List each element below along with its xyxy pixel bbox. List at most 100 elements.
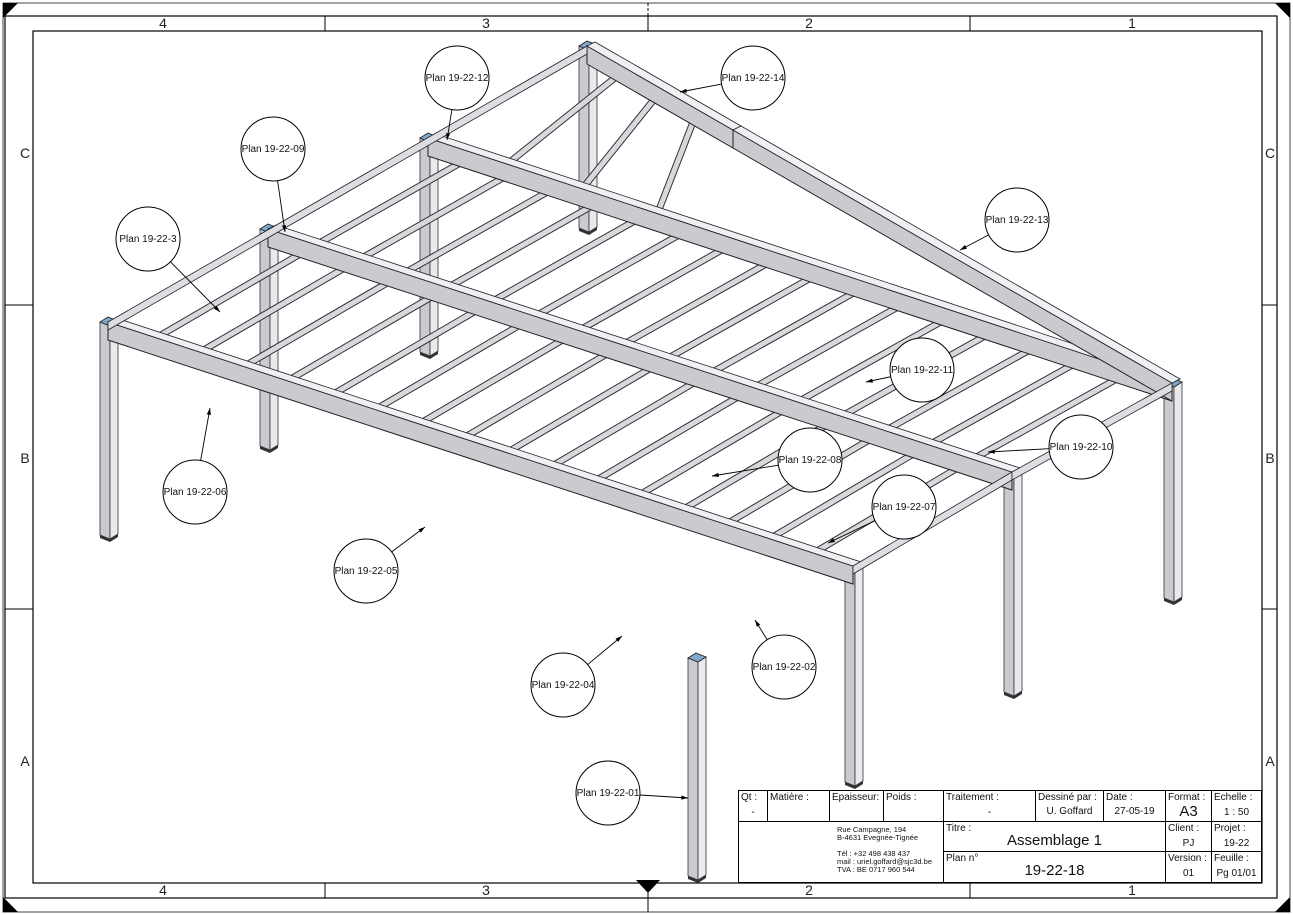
callout-arrowhead-4 [213, 305, 220, 312]
client-cell: Client : PJ [1166, 822, 1212, 852]
purlin-bay-1-1 [150, 245, 314, 343]
date-value: 27-05-19 [1114, 806, 1155, 817]
callout-label-14: Plan 19-22-01 [577, 788, 640, 799]
dessine-cell: Dessiné par : U. Goffard [1036, 790, 1104, 822]
purlin-bay-1-12 [632, 402, 795, 501]
purlin-bay-1-15 [764, 445, 926, 544]
callout-arrowhead-10 [828, 538, 835, 543]
purlin-bay-1-11 [588, 388, 751, 487]
titre-label: Titre : [946, 823, 972, 834]
address-mail: mail : uriel.goffard@sjc3d.be [837, 857, 933, 866]
purlin-bay-1-7 [413, 330, 576, 429]
callout-circle-7 [1048, 414, 1114, 480]
column-side-1 [109, 320, 119, 540]
column-face-7 [1003, 471, 1015, 697]
epaisseur-cell: Epaisseur: [830, 790, 884, 822]
callout-arrowhead-12 [755, 620, 761, 627]
callout-leader-4 [170, 261, 221, 313]
callout-label-3: Plan 19-22-09 [242, 144, 305, 155]
column-base-6 [845, 781, 863, 789]
projet-value: 19-22 [1223, 838, 1250, 849]
callout-arrowhead-8 [206, 408, 211, 415]
purlin-bay-2-7 [573, 240, 736, 336]
matiere-label: Matière : [770, 792, 809, 803]
purlin-bay-2-3 [398, 183, 561, 279]
purlin-bay-1-2 [194, 259, 357, 357]
purlin-bay-2-1 [310, 154, 473, 250]
address-street: Rue Campagne, 194 [837, 825, 907, 834]
zone-col-2-top: 2 [805, 15, 813, 31]
column-side-8 [1173, 381, 1183, 603]
callout-label-9: Plan 19-22-08 [779, 455, 842, 466]
callout-label-11: Plan 19-22-05 [335, 566, 398, 577]
column-side-7 [1013, 470, 1023, 697]
dessine-value: U. Goffard [1046, 806, 1093, 817]
zone-row-a-right: A [1265, 753, 1275, 769]
callout-arrowhead-11 [418, 527, 425, 533]
traitement-cell: Traitement : - [944, 790, 1036, 822]
purlin-bay-2-8 [616, 255, 780, 350]
purlin-bay-2-11 [748, 298, 911, 393]
format-label: Format : [1168, 792, 1206, 803]
column-base-3 [420, 351, 438, 359]
callout-circle-3 [240, 116, 306, 182]
titre-value: Assemblage 1 [1006, 832, 1103, 849]
date-label: Date : [1106, 792, 1133, 803]
echelle-cell: Echelle : 1 : 50 [1212, 790, 1262, 822]
zone-col-1-top: 1 [1128, 15, 1136, 31]
callout-label-6: Plan 19-22-11 [891, 365, 954, 376]
zone-col-3-top: 3 [482, 15, 490, 31]
format-value: A3 [1179, 803, 1198, 820]
projet-cell: Projet : 19-22 [1212, 822, 1262, 852]
purlin-bay-3-2 [578, 90, 662, 193]
qt-label: Qt : [741, 792, 758, 803]
version-label: Version : [1168, 853, 1207, 864]
callout-leader-14 [639, 794, 689, 799]
column-base-1 [100, 534, 118, 542]
callout-leader-11 [391, 526, 426, 553]
echelle-value: 1 : 50 [1223, 807, 1250, 818]
purlin-bay-2-2 [354, 168, 517, 264]
purlin-bay-2-12 [791, 312, 955, 407]
callout-arrowhead-3 [281, 225, 287, 232]
projet-label: Projet : [1214, 823, 1246, 834]
callout-circle-10 [871, 474, 937, 540]
callout-label-12: Plan 19-22-02 [753, 662, 816, 673]
date-cell: Date : 27-05-19 [1104, 790, 1166, 822]
zone-col-1-bottom: 1 [1128, 882, 1136, 898]
callout-circle-8 [162, 459, 228, 525]
column-side-2 [269, 227, 279, 451]
callout-leader-10 [827, 520, 876, 544]
column-side-5 [697, 656, 707, 881]
column-face-8 [1163, 382, 1175, 603]
purlin-bay-2-4 [441, 197, 605, 293]
purlin-bay-2-6 [529, 226, 692, 321]
callout-leader-2 [679, 83, 722, 93]
callout-label-2: Plan 19-22-14 [722, 73, 785, 84]
zone-frame [4, 15, 1278, 899]
callout-arrowhead-7 [988, 449, 995, 454]
zone-row-c-right: C [1265, 145, 1275, 161]
titre-cell: Titre : Assemblage 1 [944, 822, 1166, 852]
corner-mark-br [1275, 897, 1290, 912]
zone-row-b-left: B [20, 450, 29, 466]
purlin-bay-1-5 [325, 302, 489, 400]
column-base-7 [1004, 691, 1022, 699]
version-value: 01 [1182, 868, 1195, 879]
callout-arrowhead-2 [680, 88, 687, 93]
zone-row-c-left: C [20, 145, 30, 161]
zone-col-2-bottom: 2 [805, 882, 813, 898]
column-face-2 [259, 228, 271, 451]
dessine-label: Dessiné par : [1038, 792, 1097, 803]
client-value: PJ [1182, 838, 1195, 849]
purlin-bay-1-8 [457, 345, 620, 443]
feuille-value: Pg 01/01 [1216, 868, 1257, 879]
callout-circle-12 [751, 634, 817, 700]
purlin-bay-1-4 [282, 288, 445, 386]
purlin-bay-2-9 [660, 269, 824, 364]
purlin-bay-2-16 [967, 370, 1130, 464]
callout-arrowhead-1 [446, 133, 451, 140]
callout-label-1: Plan 19-22-12 [426, 73, 489, 84]
